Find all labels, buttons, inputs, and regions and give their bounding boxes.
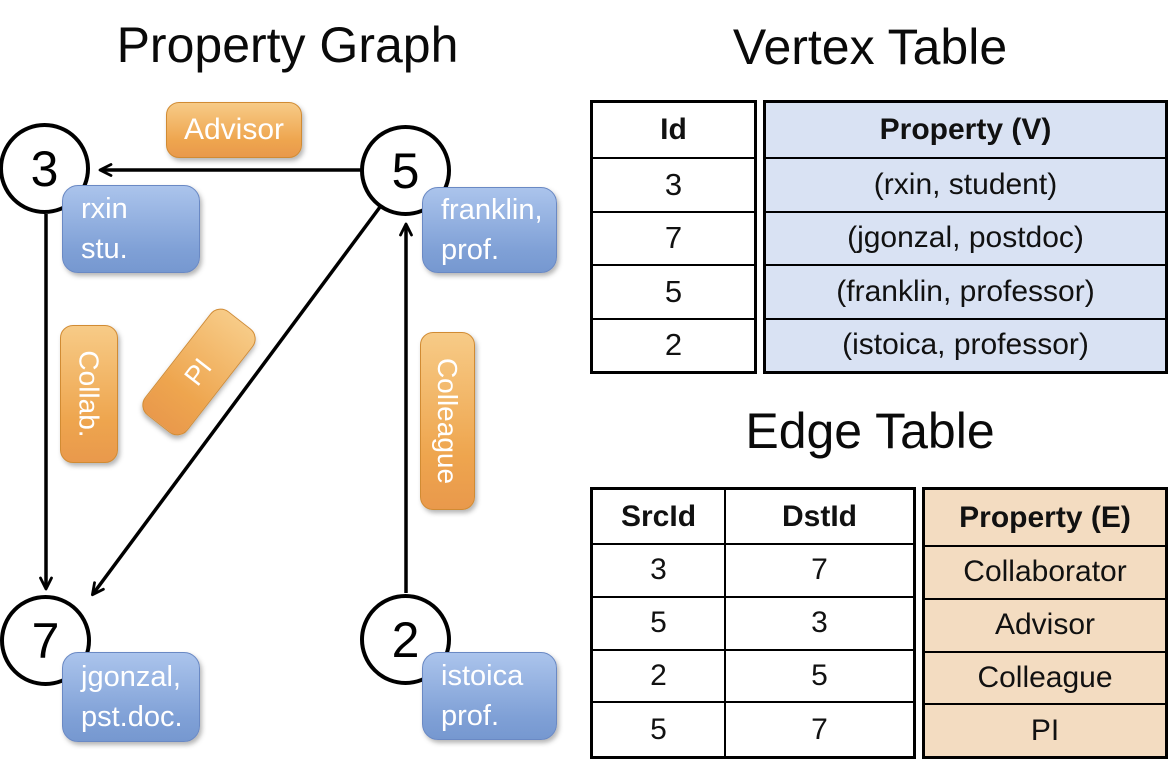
edge-dstid-cell: 3 [726, 598, 913, 651]
vertex-table-property-header: Property (V) [766, 103, 1165, 159]
edge-table-property-column: Property (E) Collaborator Advisor Collea… [922, 487, 1168, 759]
edge-label-advisor: Advisor [166, 102, 302, 158]
edge-label-text: PI [178, 352, 219, 391]
pill-line: istoica [441, 659, 524, 692]
vertex-id-cell: 5 [593, 266, 754, 320]
edge-line-pi-5-to-7 [91, 205, 382, 597]
edge-table-srcid-header: SrcId [593, 490, 726, 545]
pill-line: franklin, [441, 193, 543, 226]
edge-table-title: Edge Table [745, 403, 995, 459]
pill-line: jgonzal, [81, 660, 181, 693]
edge-dstid-cell: 7 [726, 545, 913, 598]
graph-node-5: 5 [360, 125, 451, 216]
edge-srcid-cell: 3 [593, 545, 726, 598]
vertex-id-cell: 2 [664, 327, 683, 363]
vertex-property-cell: (istoica, professor) [842, 328, 1089, 362]
pill-line: prof. [441, 700, 500, 732]
vertex-table-id-column: Id 3 7 5 2 [590, 100, 757, 374]
edge-label-collab: Collab. [60, 325, 118, 463]
vertex-property-cell: (jgonzal, postdoc) [766, 213, 1165, 266]
node-id-label: 2 [391, 611, 420, 668]
graph-edges [39, 163, 413, 597]
edge-label-text: Advisor [183, 113, 285, 146]
node-id-label: 7 [31, 612, 60, 669]
edge-label-text: Colleague [432, 357, 464, 485]
edge-property-cell: PI [1030, 713, 1060, 747]
node-id-label: 5 [391, 142, 420, 199]
graph-node-2: 2 [360, 594, 451, 685]
edge-property-cell: Advisor [925, 600, 1165, 653]
edge-dstid-cell: 7 [811, 712, 828, 746]
pill-line: pst.doc. [81, 701, 183, 733]
edge-property-cell: Collaborator [925, 547, 1165, 600]
edge-srcid-cell: 2 [593, 650, 726, 704]
vertex-property-pill-franklin: franklin, prof. [422, 187, 557, 273]
pill-line: prof. [441, 234, 500, 266]
edge-table-dstid-header: DstId [726, 490, 913, 545]
edge-dstid-cell: 5 [726, 651, 913, 704]
node-id-label: 3 [30, 140, 59, 197]
property-graph-title: Property Graph [116, 17, 459, 73]
vertex-id-cell: 7 [593, 213, 754, 266]
vertex-table-title: Vertex Table [732, 19, 1008, 75]
edge-property-cell: Colleague [925, 653, 1165, 706]
pill-line: stu. [81, 233, 128, 265]
vertex-property-pill-jgonzal: jgonzal, pst.doc. [62, 652, 200, 742]
vertex-property-pill-istoica: istoica prof. [422, 652, 557, 740]
vertex-property-cell: (rxin, student) [766, 159, 1165, 213]
pill-line: rxin [81, 192, 128, 225]
edge-label-colleague: Colleague [420, 332, 475, 510]
edge-srcid-cell: 5 [593, 597, 726, 651]
edge-table-id-columns: SrcId DstId 3 7 5 3 2 5 5 7 [590, 487, 916, 759]
vertex-property-cell: (franklin, professor) [766, 266, 1165, 320]
vertex-property-pill-rxin: rxin stu. [62, 185, 200, 273]
vertex-table-property-column: Property (V) (rxin, student) (jgonzal, p… [763, 100, 1168, 374]
edge-label-text: Collab. [74, 350, 106, 438]
edge-srcid-cell: 5 [593, 703, 726, 756]
vertex-id-cell: 3 [593, 159, 754, 213]
edge-table-property-header: Property (E) [925, 490, 1165, 547]
vertex-table-id-header: Id [593, 103, 754, 159]
